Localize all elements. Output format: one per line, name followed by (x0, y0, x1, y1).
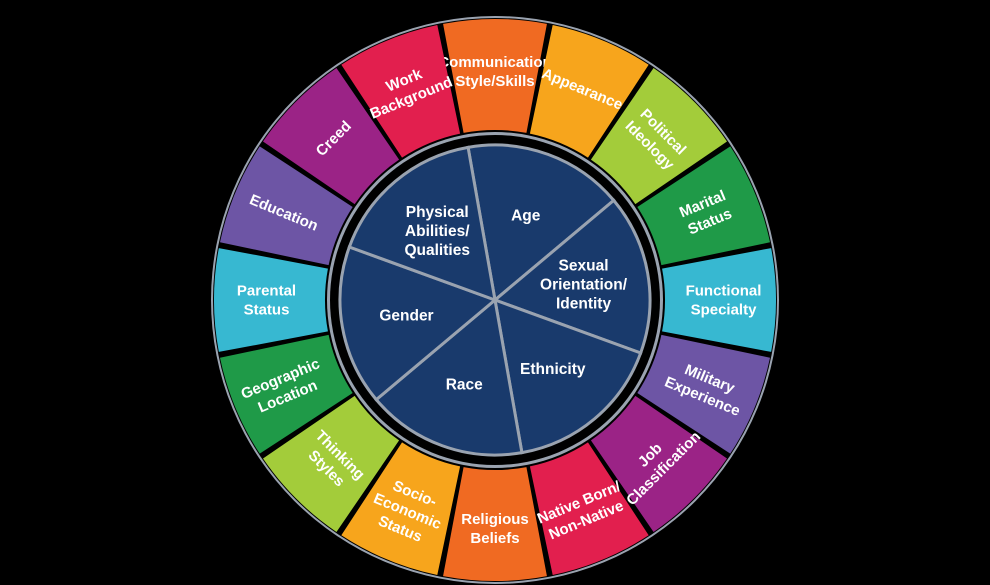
outer-segment-appearance (529, 24, 649, 158)
inner-label-line: Orientation/ (540, 276, 628, 293)
inner-segment-gender (338, 245, 498, 402)
outer-segment-parental-status (213, 248, 328, 352)
outer-segment-military-experience (637, 334, 771, 454)
outer-segment-communication-style-skills (443, 19, 547, 133)
outer-segment-geographic-location (219, 334, 353, 454)
inner-label-age: Age (511, 207, 541, 224)
inner-label-line: Age (511, 207, 541, 224)
inner-segment-sexual-orientation-identity (492, 198, 652, 355)
outer-label-line: Parental (237, 282, 296, 299)
inner-label-race: Race (446, 376, 483, 393)
inner-segment-age (466, 143, 616, 303)
outer-segment-thinking-styles (263, 395, 400, 532)
outer-segment-socio-economic-status (341, 442, 461, 576)
inner-label-line: Ethnicity (520, 360, 586, 377)
outer-segment-education (219, 146, 353, 266)
inner-label-line: Gender (379, 307, 433, 324)
inner-segment-physical-abilities-qualities (347, 145, 497, 303)
inner-segment-race (374, 297, 524, 457)
outer-segment-functional-specialty (662, 248, 776, 352)
outer-segment-native-born-non-native (529, 442, 649, 576)
outer-label-line: Functional (686, 282, 762, 299)
outer-label-marital-status: MaritalStatus (677, 187, 735, 239)
inner-label-line: Identity (556, 295, 611, 312)
inner-label-line: Abilities/ (405, 223, 470, 240)
inner-label-gender: Gender (379, 307, 433, 324)
outer-label-line: Communication (438, 54, 551, 71)
inner-label-line: Race (446, 376, 483, 393)
outer-label-line: Specialty (691, 301, 758, 318)
outer-segment-political-ideology (590, 68, 727, 205)
outer-segment-religious-beliefs (443, 467, 547, 581)
outer-segment-marital-status (637, 146, 771, 266)
outer-segment-job-classification (590, 395, 727, 532)
outer-label-line: Style/Skills (455, 73, 534, 90)
inner-segment-ethnicity (493, 297, 643, 455)
outer-label-line: Beliefs (470, 530, 519, 547)
outer-segment-work-background (341, 24, 461, 158)
outer-label-line: Status (244, 301, 290, 318)
inner-label-ethnicity: Ethnicity (520, 360, 586, 377)
outer-segment-creed (263, 68, 400, 205)
inner-label-line: Sexual (559, 257, 609, 274)
outer-label-line: Religious (461, 511, 529, 528)
inner-label-line: Qualities (404, 242, 469, 259)
center-point (492, 297, 498, 303)
inner-label-line: Physical (406, 204, 469, 221)
